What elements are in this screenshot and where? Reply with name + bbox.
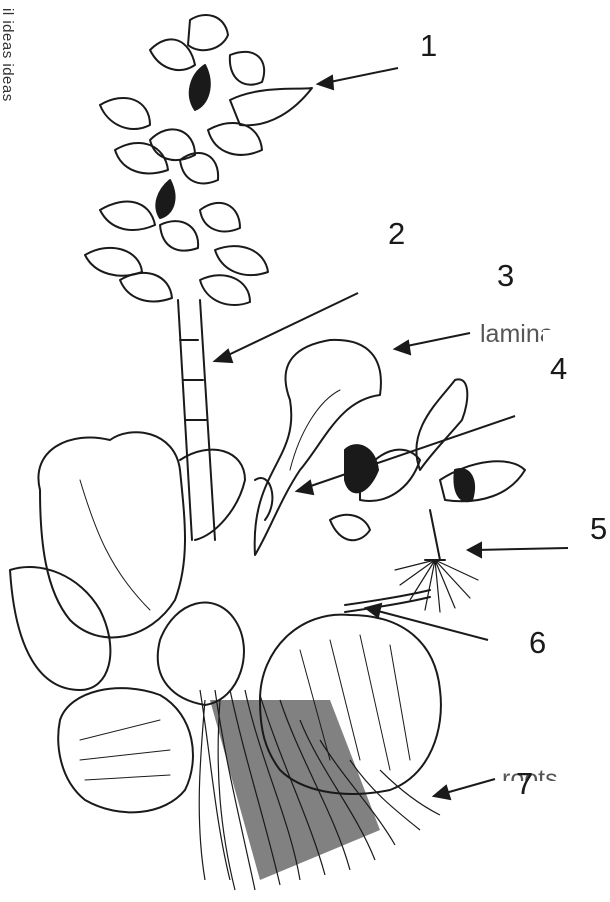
swollen-petiole [158,603,244,705]
label-7: 7 [516,768,533,799]
label-2: 2 [388,218,405,249]
label-6: 6 [529,627,546,658]
arrow-2 [215,293,358,362]
roots-crop-mask [500,781,590,795]
leaf-far-left [10,567,110,690]
arrow-7 [434,779,495,799]
leaf-floating [58,688,193,812]
label-3: 3 [497,260,514,291]
arrow-3 [395,333,470,354]
flower-spike [85,15,312,305]
offshoot-plant [330,379,525,612]
leaf-left [38,432,185,637]
lamina-crop-mask [543,330,573,344]
arrow-1 [318,68,398,89]
edge-watermark-text: il ideas ideas [0,8,16,102]
arrow-5 [468,543,568,557]
arrow-6 [366,604,488,640]
label-5: 5 [590,513,607,544]
label-4: 4 [550,353,567,384]
label-1: 1 [420,30,437,61]
